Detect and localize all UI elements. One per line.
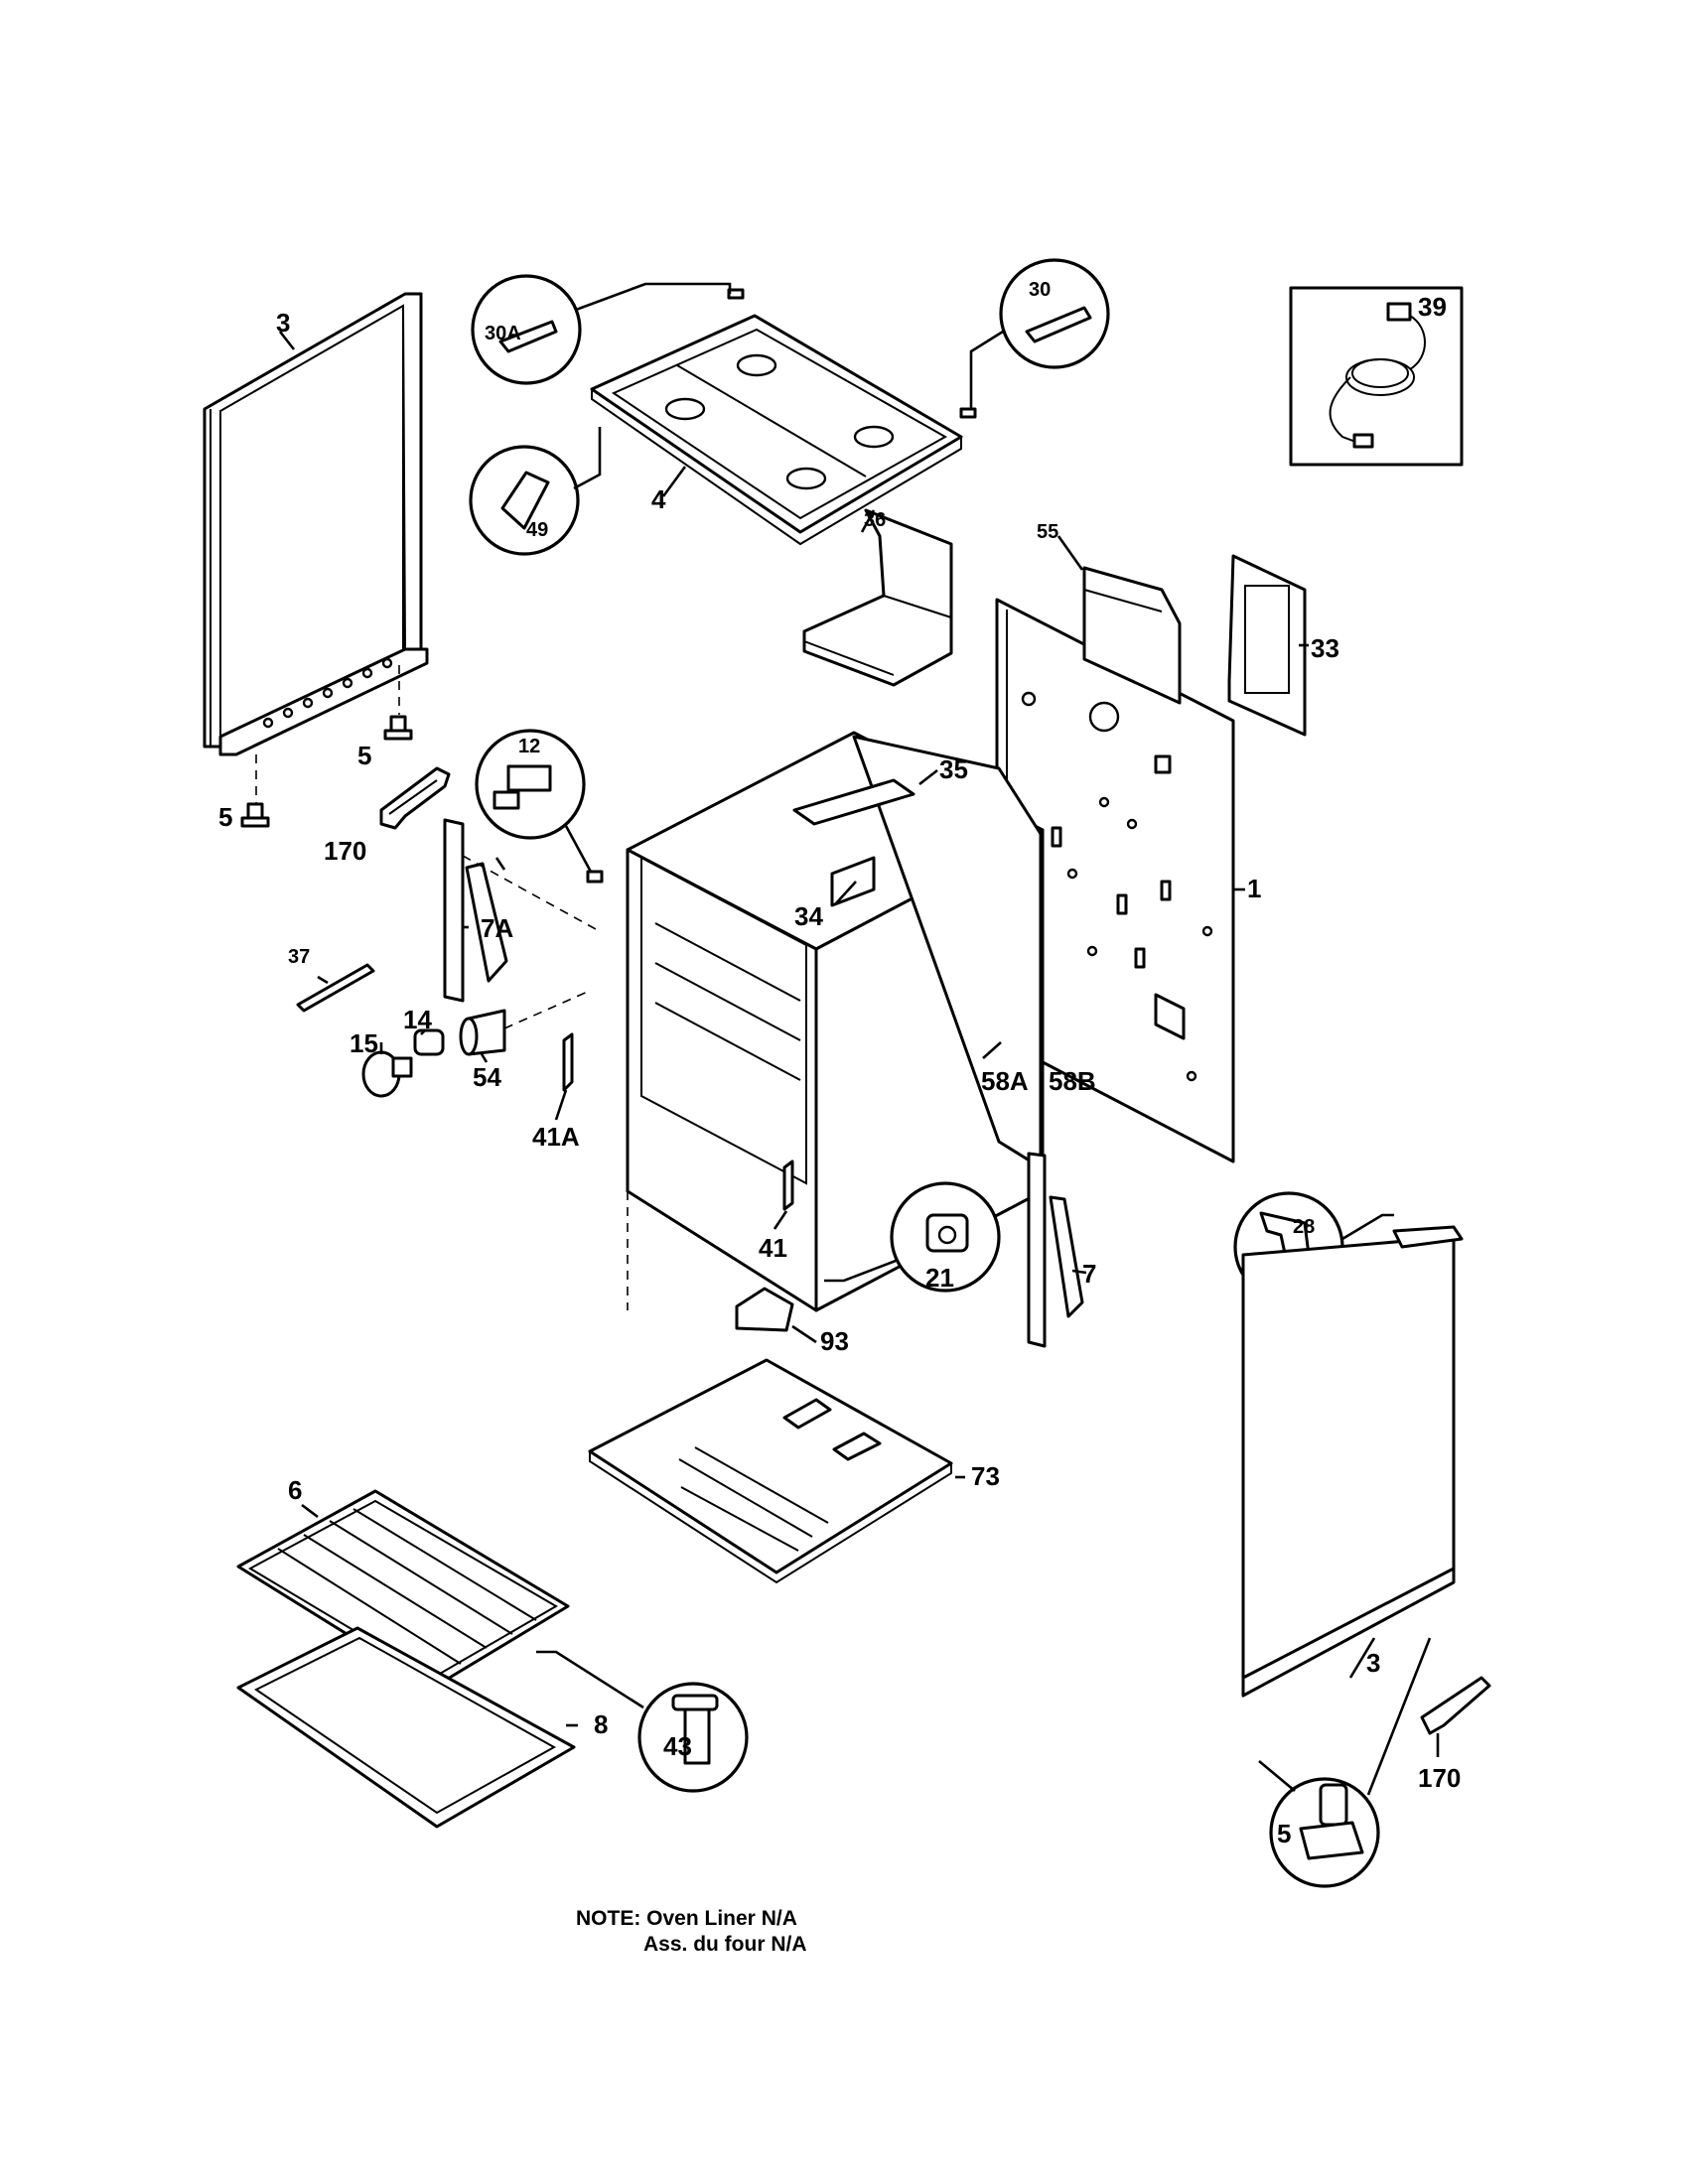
label-part-58B: 58B (1049, 1066, 1096, 1096)
label-part-21: 21 (925, 1263, 954, 1293)
callout-part-49 (469, 427, 602, 556)
label-part-36: 36 (864, 509, 886, 531)
label-part-1: 1 (1247, 874, 1261, 903)
label-part-58A: 58A (981, 1066, 1029, 1096)
screw-part-5-b (240, 802, 270, 828)
label-part-34: 34 (794, 901, 823, 931)
label-part-41A: 41A (532, 1122, 580, 1152)
callout-part-30A (471, 274, 732, 385)
power-cord-box-part-39 (1289, 286, 1464, 467)
label-part-14: 14 (403, 1005, 432, 1034)
label-part-3-bottom: 3 (1366, 1648, 1380, 1678)
label-part-55: 55 (1037, 521, 1058, 543)
note-line-2: Ass. du four N/A (643, 1933, 807, 1956)
label-part-73: 73 (971, 1461, 1000, 1491)
label-part-170-b: 170 (1418, 1763, 1461, 1793)
label-part-12: 12 (518, 736, 540, 757)
label-part-30: 30 (1029, 279, 1051, 301)
note-text: NOTE: Oven Liner N/A Ass. du four N/A (576, 1906, 807, 1958)
light-bulb-part-15 (361, 1050, 413, 1098)
label-part-7: 7 (1082, 1259, 1096, 1289)
bracket-part-41 (773, 1160, 794, 1230)
left-side-panel (203, 292, 429, 804)
label-part-43: 43 (663, 1731, 692, 1761)
label-part-5-b: 5 (218, 802, 232, 832)
note-line-1: NOTE: Oven Liner N/A (576, 1907, 797, 1930)
label-part-15: 15 (350, 1028, 378, 1058)
screw-part-5-a (383, 715, 413, 741)
broiler-pan-part-8 (236, 1626, 576, 1829)
label-part-49: 49 (526, 519, 548, 541)
bracket-part-170-left (379, 766, 451, 830)
right-side-panel (1241, 1225, 1464, 1698)
wire-part-37 (296, 963, 375, 1013)
label-part-33: 33 (1311, 633, 1339, 663)
deflector-part-36 (802, 508, 953, 687)
label-part-93: 93 (820, 1326, 849, 1356)
panel-part-55 (1082, 566, 1182, 705)
floor-panel-part-73 (588, 1358, 953, 1584)
label-part-8: 8 (594, 1709, 608, 1739)
callout-part-12 (475, 729, 604, 884)
label-part-5-a: 5 (357, 741, 371, 770)
cover-part-33 (1227, 554, 1307, 737)
label-part-5-callout: 5 (1277, 1819, 1291, 1848)
bracket-part-170-right (1420, 1676, 1491, 1735)
label-part-39: 39 (1418, 292, 1447, 322)
callout-part-5-right (1258, 1637, 1432, 1888)
hinge-part-7 (1027, 1152, 1084, 1348)
label-part-4: 4 (651, 484, 666, 514)
callout-part-21 (824, 1181, 1001, 1293)
callout-part-43 (536, 1650, 749, 1793)
callout-part-30 (969, 258, 1110, 409)
lamp-cover-part-54 (459, 990, 591, 1056)
label-part-41: 41 (759, 1233, 787, 1263)
label-part-37: 37 (288, 946, 310, 968)
label-part-28: 28 (1293, 1216, 1315, 1238)
label-part-170-a: 170 (324, 836, 366, 866)
label-part-30A: 30A (485, 323, 521, 344)
pad-part-93 (735, 1287, 794, 1332)
main-top-panel (590, 288, 977, 546)
lamp-socket-part-14 (413, 1028, 445, 1056)
leader-lines (278, 331, 1440, 1757)
hinge-part-7A (443, 818, 597, 1003)
label-part-6: 6 (288, 1475, 302, 1505)
label-part-54: 54 (473, 1062, 501, 1092)
bracket-part-41A (554, 1032, 574, 1121)
label-part-3-top: 3 (276, 308, 290, 338)
label-part-35: 35 (939, 754, 968, 784)
part-number-labels: 3 4 30A 30 49 39 36 55 33 1 35 34 58A 58… (218, 279, 1461, 1848)
label-part-7A: 7A (481, 913, 513, 943)
